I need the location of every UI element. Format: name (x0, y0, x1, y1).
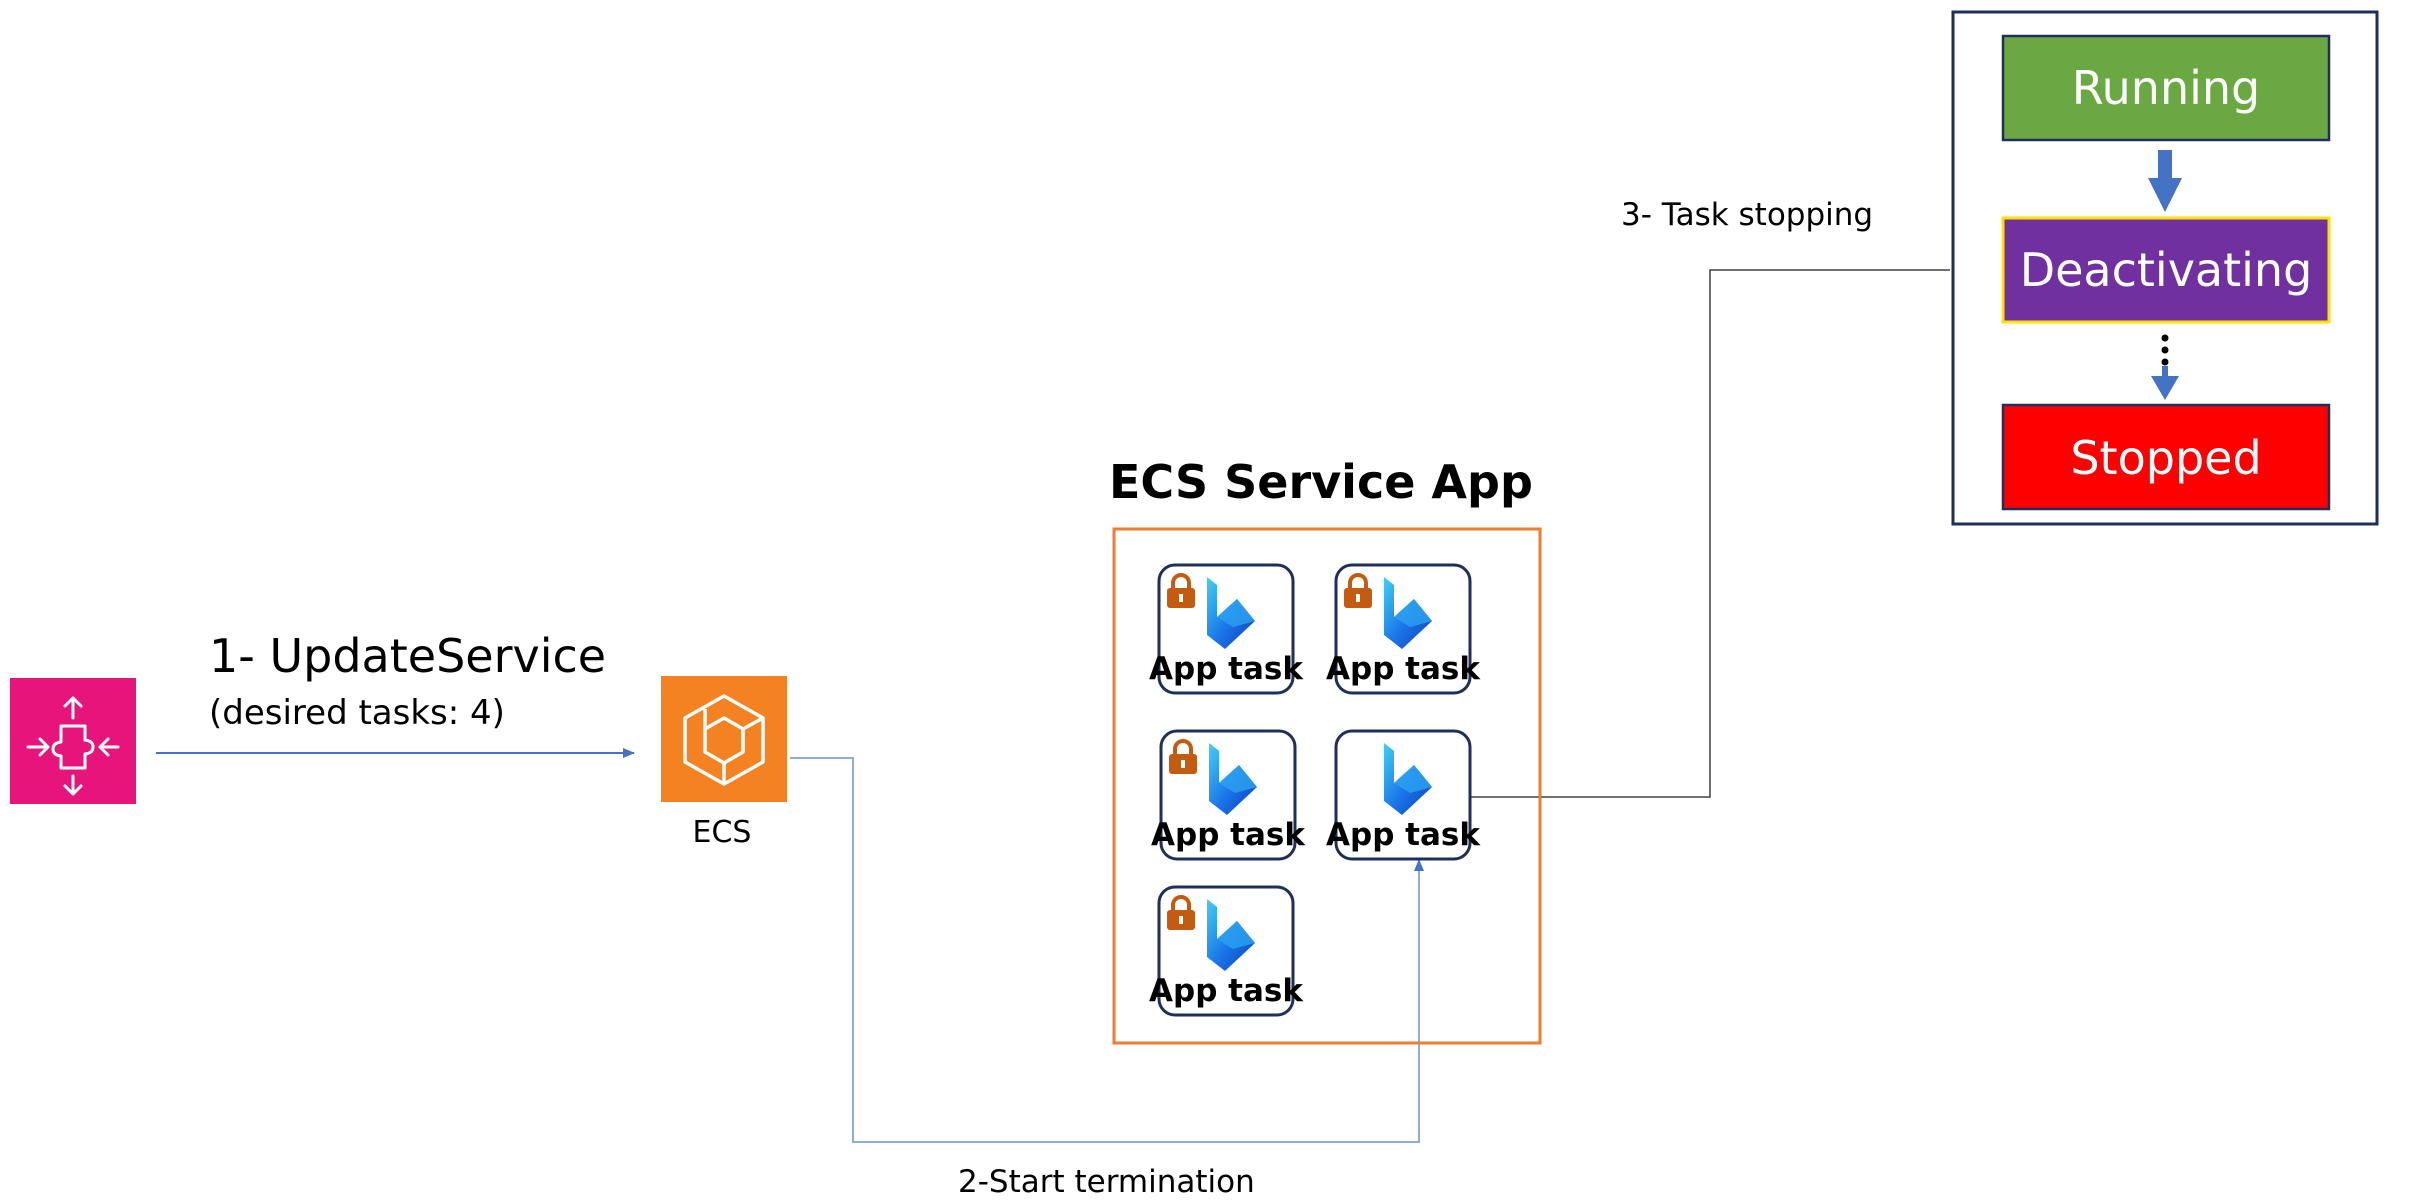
desired-tasks-subtitle: (desired tasks: 4) (209, 693, 505, 733)
api-gateway-icon (10, 678, 136, 804)
state-running (2001, 34, 2331, 142)
app-task-card[interactable]: App task (1326, 563, 1481, 695)
task-stopping-label: 3- Task stopping (1621, 197, 1873, 233)
state-stopped-label: Stopped (2070, 431, 2261, 485)
app-task-label: App task (1326, 817, 1481, 853)
state-deactivating (2001, 216, 2331, 324)
app-task-card-stopping[interactable]: App task (1326, 729, 1481, 861)
task-stopping-connector (1468, 269, 1950, 798)
app-task-label: App task (1149, 973, 1304, 1009)
start-termination-label: 2-Start termination (958, 1164, 1255, 1200)
state-stopped (2001, 403, 2331, 511)
state-arrow-dotted (2151, 334, 2179, 400)
state-deactivating-label: Deactivating (2020, 243, 2313, 297)
ecs-icon (661, 676, 787, 802)
app-task-card[interactable]: App task (1151, 729, 1306, 861)
update-service-title: 1- UpdateService (209, 629, 606, 683)
app-task-card[interactable]: App task (1149, 885, 1304, 1017)
state-running-label: Running (2072, 61, 2261, 115)
state-arrow-down (2148, 150, 2182, 212)
ecs-label: ECS (693, 815, 752, 850)
service-title: ECS Service App (1109, 455, 1533, 509)
app-task-card[interactable]: App task (1149, 563, 1304, 695)
app-task-label: App task (1151, 817, 1306, 853)
app-task-label: App task (1326, 651, 1481, 687)
app-task-label: App task (1149, 651, 1304, 687)
service-group-box (1112, 527, 1542, 1045)
start-termination-connector (790, 757, 1424, 1143)
